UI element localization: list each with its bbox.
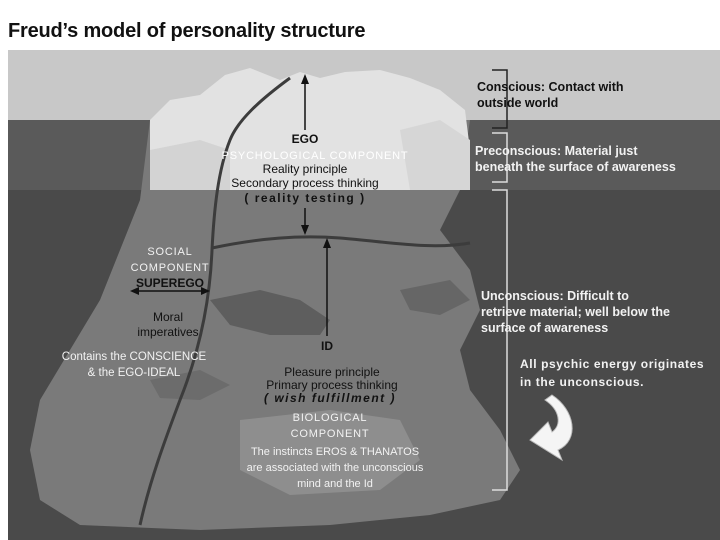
ego-heading: EGO <box>291 132 319 146</box>
id-process: Primary process thinking <box>266 378 398 392</box>
conscious-label-line2: outside world <box>477 96 559 110</box>
superego-component-line2: COMPONENT <box>130 262 210 274</box>
iceberg-shadow-patch <box>400 280 470 315</box>
ego-reality-testing: ( reality testing ) <box>244 191 366 205</box>
page-title: Freud’s model of personality structure <box>8 20 366 42</box>
superego-contains-line1: Contains the CONSCIENCE <box>61 351 207 363</box>
conscious-bracket <box>492 69 508 129</box>
superego-heading: SUPEREGO <box>135 276 205 290</box>
id-instinct-line1: The instincts EROS & THANATOS <box>250 446 420 458</box>
ego-process: Secondary process thinking <box>231 176 379 190</box>
id-component-line2: COMPONENT <box>290 428 370 440</box>
id-heading: ID <box>321 339 333 353</box>
energy-note-line1: All psychic energy originates <box>520 357 705 371</box>
id-up-arrow-head <box>323 238 331 248</box>
energy-note-line2: in the unconscious. <box>520 375 645 389</box>
unconscious-bracket <box>492 189 508 491</box>
ego-up-arrow-head <box>301 74 309 84</box>
energy-curved-arrow <box>529 394 573 462</box>
superego-arrow-left-head <box>130 287 139 295</box>
iceberg-shadow-patch <box>150 370 230 400</box>
superego-desc-line1: Moral <box>152 310 184 324</box>
superego-arrow-right-head <box>201 287 210 295</box>
superego-boundary-line <box>138 76 291 526</box>
superego-desc-line2: imperatives <box>137 325 199 339</box>
preconscious-label-line1: Preconscious: Material just <box>475 144 638 158</box>
preconscious-label-line2: beneath the surface of awareness <box>475 160 676 174</box>
id-principle: Pleasure principle <box>284 365 380 379</box>
superego-component-line1: SOCIAL <box>147 246 193 258</box>
superego-contains-line2: & the EGO-IDEAL <box>87 367 181 379</box>
iceberg-shadow-patch <box>210 290 330 335</box>
ego-component-label: PSYCHOLOGICAL COMPONENT <box>221 150 409 162</box>
ego-down-arrow-head <box>301 225 309 235</box>
ego-principle: Reality principle <box>262 162 348 176</box>
conscious-label-line1: Conscious: Contact with <box>477 80 624 94</box>
unconscious-label-line3: surface of awareness <box>481 321 609 335</box>
id-instinct-line3: mind and the Id <box>297 478 373 490</box>
id-wish-fulfillment: ( wish fulfillment ) <box>264 391 396 405</box>
ego-id-boundary-line <box>211 235 471 250</box>
iceberg-tip-shading <box>150 140 230 190</box>
iceberg-light-patch <box>240 410 420 495</box>
preconscious-bracket <box>492 132 508 183</box>
id-component-line1: BIOLOGICAL <box>292 412 368 424</box>
unconscious-label-line2: retrieve material; well below the <box>481 305 670 319</box>
unconscious-label-line1: Unconscious: Difficult to <box>481 289 629 303</box>
id-instinct-line2: are associated with the unconscious <box>246 462 424 474</box>
iceberg-tip-shading <box>400 120 470 190</box>
